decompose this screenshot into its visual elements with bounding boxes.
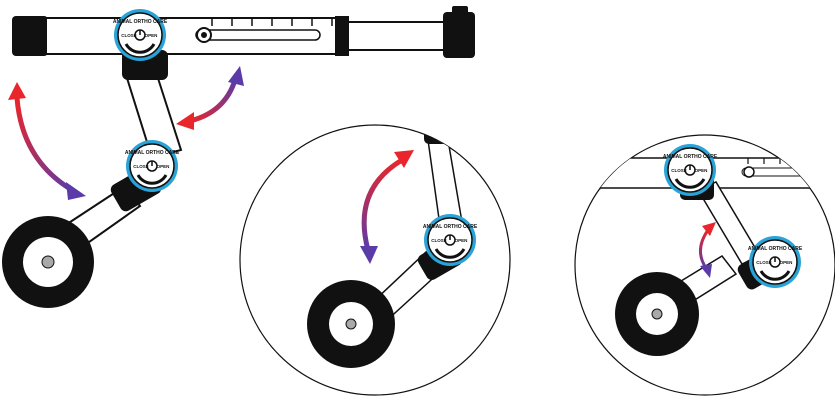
bar-end-cap-right bbox=[443, 12, 475, 58]
dial-close-label: CLOSE bbox=[133, 164, 149, 169]
dial-close-label: CLOSE bbox=[756, 260, 772, 265]
lock-dial-icon[interactable]: ANIMAL ORTHO CARE CLOSE OPEN bbox=[748, 236, 803, 288]
wheel-icon bbox=[2, 216, 94, 308]
curved-double-arrow-icon bbox=[176, 66, 244, 130]
dial-brand-text: ANIMAL ORTHO CARE bbox=[113, 19, 168, 25]
dial-close-label: CLOSE bbox=[671, 168, 687, 173]
lock-dial-icon[interactable]: ANIMAL ORTHO CARE CLOSE OPEN bbox=[663, 144, 718, 196]
dial-brand-text: ANIMAL ORTHO CARE bbox=[125, 150, 180, 156]
dial-open-label: OPEN bbox=[695, 168, 708, 173]
panel-zoom-both-joints: ANIMAL ORTHO CARE CLOSE OPEN ANIMAL ORTH… bbox=[574, 134, 835, 396]
bar-collar bbox=[335, 16, 349, 56]
dial-open-label: OPEN bbox=[145, 33, 158, 38]
scale-ticks bbox=[211, 18, 333, 26]
bar-end-tab bbox=[452, 6, 468, 14]
dial-open-label: OPEN bbox=[157, 164, 170, 169]
wheel-icon bbox=[307, 280, 395, 368]
adjust-slot bbox=[195, 29, 321, 41]
horizontal-bar bbox=[12, 6, 475, 58]
bar-extension bbox=[347, 21, 447, 51]
bar-end-cap-left bbox=[12, 16, 48, 56]
slot-screw bbox=[743, 166, 755, 178]
curved-double-arrow-icon bbox=[360, 150, 414, 264]
dial-open-label: OPEN bbox=[780, 260, 793, 265]
dial-brand-text: ANIMAL ORTHO CARE bbox=[423, 224, 478, 230]
lock-dial-icon[interactable]: ANIMAL ORTHO CARE CLOSE OPEN bbox=[125, 140, 180, 192]
dial-close-label: CLOSE bbox=[121, 33, 137, 38]
dial-open-label: OPEN bbox=[455, 238, 468, 243]
panel-full-brace: ANIMAL ORTHO CARE CLOSE OPEN ANIMAL ORTH… bbox=[2, 6, 475, 308]
lock-dial-icon[interactable]: ANIMAL ORTHO CARE CLOSE OPEN bbox=[423, 214, 478, 266]
curved-double-arrow-icon bbox=[8, 82, 86, 200]
dial-close-label: CLOSE bbox=[431, 238, 447, 243]
dial-brand-text: ANIMAL ORTHO CARE bbox=[663, 154, 718, 160]
dial-brand-text: ANIMAL ORTHO CARE bbox=[748, 246, 803, 252]
curved-double-arrow-icon bbox=[699, 222, 716, 278]
panel-zoom-lower-joint: ANIMAL ORTHO CARE CLOSE OPEN bbox=[239, 124, 511, 396]
lock-dial-icon[interactable]: ANIMAL ORTHO CARE CLOSE OPEN bbox=[113, 9, 168, 61]
slot-screw-center bbox=[201, 32, 207, 38]
wheel-icon bbox=[615, 272, 699, 356]
